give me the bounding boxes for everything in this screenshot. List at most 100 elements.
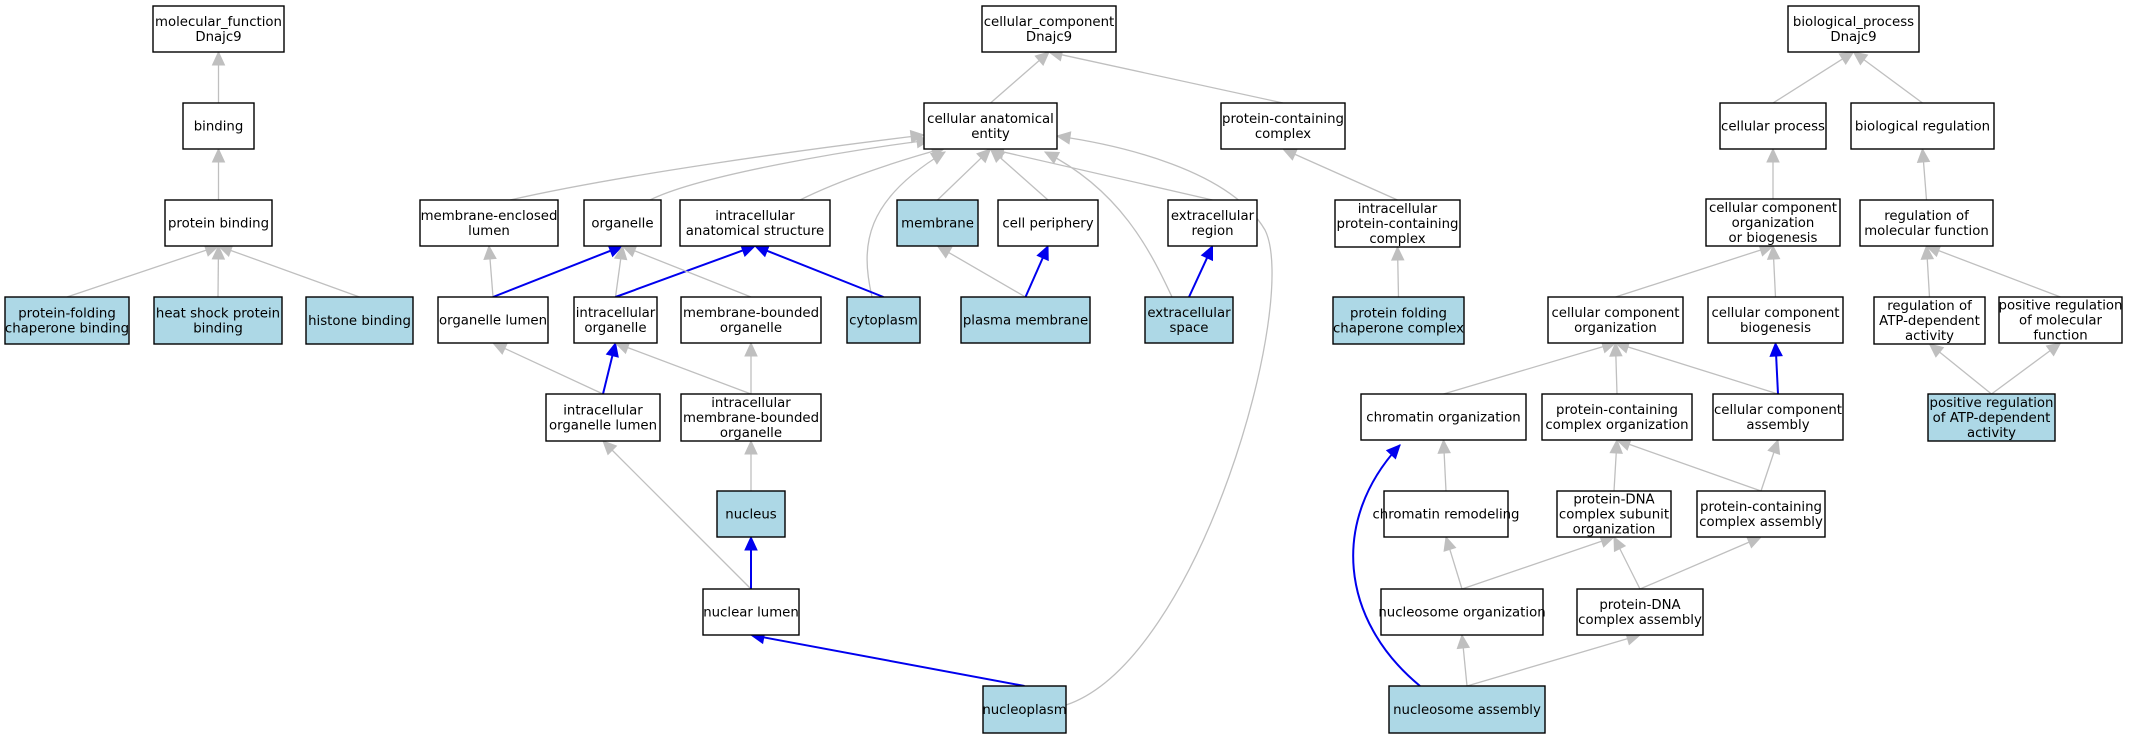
node-binding[interactable]: binding (182, 102, 255, 150)
node-org-lumen[interactable]: organelle lumen (437, 296, 549, 344)
node-box (702, 588, 800, 636)
node-box (716, 490, 786, 538)
node-box (896, 199, 979, 247)
edge-arrowhead (753, 244, 771, 258)
node-label-line: nucleosome assembly (1393, 703, 1541, 718)
node-label-line: function (2033, 329, 2087, 344)
node-organelle[interactable]: organelle (583, 199, 662, 247)
node-cytoplasm[interactable]: cytoplasm (846, 296, 921, 344)
node-chromatin-org[interactable]: chromatin organization (1360, 393, 1527, 441)
edge-arrowhead (1766, 244, 1781, 260)
node-box (545, 393, 661, 442)
edge-line (66, 249, 208, 298)
edge-line (1991, 349, 2052, 395)
node-label-line: histone binding (308, 314, 411, 329)
edge-plasma_membrane-to-membrane (936, 245, 1026, 298)
node-label-line: organelle (591, 217, 653, 232)
node-box (1927, 393, 2056, 442)
edge-arrowhead (1928, 343, 1945, 358)
node-nuclear-lumen[interactable]: nuclear lumen (702, 588, 800, 636)
node-protein-binding[interactable]: protein binding (164, 199, 273, 247)
node-bio-reg[interactable]: biological regulation (1850, 102, 1995, 150)
node-box (1787, 5, 1920, 53)
node-label-line: complex assembly (1699, 515, 1823, 530)
node-box (1850, 102, 1995, 150)
node-label-line: nuclear lumen (703, 606, 799, 621)
node-cell-process[interactable]: cellular process (1719, 102, 1827, 150)
edge-line (1461, 540, 1603, 590)
edge-nucleosome_asm-to-pdna_assembly (1466, 632, 1642, 687)
node-label-line: space (1169, 321, 1208, 336)
node-box (573, 296, 658, 344)
node-nucleosome-org[interactable]: nucleosome organization (1378, 588, 1546, 636)
node-histone-binding[interactable]: histone binding (305, 296, 414, 345)
edge-pdna_assembly-to-pcc_assembly (1639, 536, 1763, 590)
edge-line (1024, 256, 1045, 298)
edge-nuclear_lumen-to-iol (602, 440, 752, 590)
node-box (1859, 199, 1994, 247)
node-label-line: protein binding (168, 217, 269, 232)
node-label-line: Dnajc9 (1830, 30, 1876, 45)
node-cell-periphery[interactable]: cell periphery (997, 199, 1099, 247)
node-box (419, 199, 559, 247)
node-nucleoplasm[interactable]: nucleoplasm (982, 685, 1067, 734)
node-label-line: membrane-bounded (683, 306, 819, 321)
node-label-line: chromatin remodeling (1372, 508, 1519, 523)
edge-line (999, 156, 1049, 201)
edge-line (1615, 249, 1762, 298)
node-nucleus[interactable]: nucleus (716, 490, 786, 538)
node-box (1719, 102, 1827, 150)
edge-cca-to-cco (1614, 340, 1779, 395)
node-box (1334, 199, 1461, 248)
node-membrane[interactable]: membrane (896, 199, 979, 247)
edge-pcc_assembly-to-pcc_org (1615, 438, 1762, 492)
node-box (1705, 198, 1841, 247)
node-plasma-membrane[interactable]: plasma membrane (960, 296, 1091, 344)
node-chromatin-rem[interactable]: chromatin remodeling (1372, 490, 1520, 538)
edge-line (229, 249, 360, 298)
edge-pdna_assembly-to-pdna_sub_org (1613, 535, 1641, 590)
edge-intra_org-to-organelle (613, 244, 628, 298)
edge-arrowhead (1613, 535, 1627, 553)
node-nucleosome-asm[interactable]: nucleosome assembly (1388, 685, 1546, 734)
node-label-line: protein-containing (1222, 112, 1344, 127)
node-label-line: protein folding (1350, 307, 1447, 322)
edge-arrowhead (1766, 147, 1780, 163)
node-box (1388, 685, 1546, 734)
edge-plasma_membrane-to-cell_periphery (1024, 244, 1049, 298)
edge-line (602, 354, 614, 395)
edge-line (615, 249, 745, 298)
node-label-line: of ATP-dependent (1933, 411, 2051, 426)
